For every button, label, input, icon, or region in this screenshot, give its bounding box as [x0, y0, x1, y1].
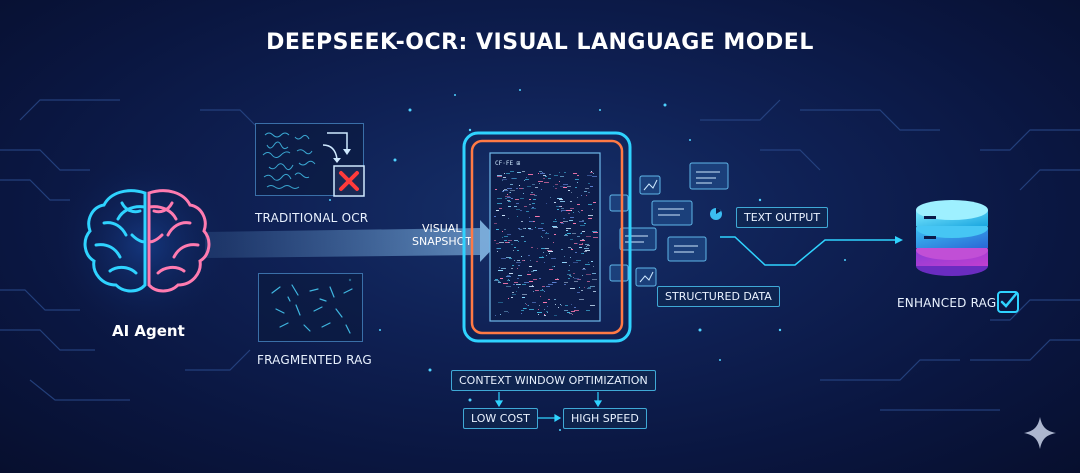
ai-agent-label: AI Agent	[112, 322, 185, 340]
brain-icon	[83, 189, 211, 293]
fragmented-rag-panel	[258, 273, 363, 342]
text-output-label: TEXT OUTPUT	[736, 207, 829, 228]
database-icon	[916, 200, 988, 276]
traditional-ocr-label: TRADITIONAL OCR	[255, 211, 369, 225]
low-cost-label: LOW COST	[463, 408, 538, 429]
high-speed-label: HIGH SPEED	[563, 408, 647, 429]
structured-data-label: STRUCTURED DATA	[657, 286, 780, 307]
context-window-label: CONTEXT WINDOW OPTIMIZATION	[451, 370, 656, 391]
visual-snapshot-line1: VISUAL	[422, 222, 462, 235]
check-icon	[997, 291, 1019, 313]
visual-snapshot-line2: SNAPSHOT	[412, 235, 473, 248]
reject-x-icon	[333, 165, 365, 197]
document-icon: CF·FE ⊞	[462, 131, 632, 343]
fragmented-rag-label: FRAGMENTED RAG	[257, 353, 372, 367]
enhanced-rag-label: ENHANCED RAG	[897, 296, 997, 310]
page-title: DEEPSEEK-OCR: VISUAL LANGUAGE MODEL	[266, 30, 814, 55]
visual-snapshot-label: VISUAL SNAPSHOT	[412, 222, 472, 248]
svg-text:CF·FE ⊞: CF·FE ⊞	[495, 160, 521, 167]
sparkle-icon	[1024, 417, 1056, 449]
